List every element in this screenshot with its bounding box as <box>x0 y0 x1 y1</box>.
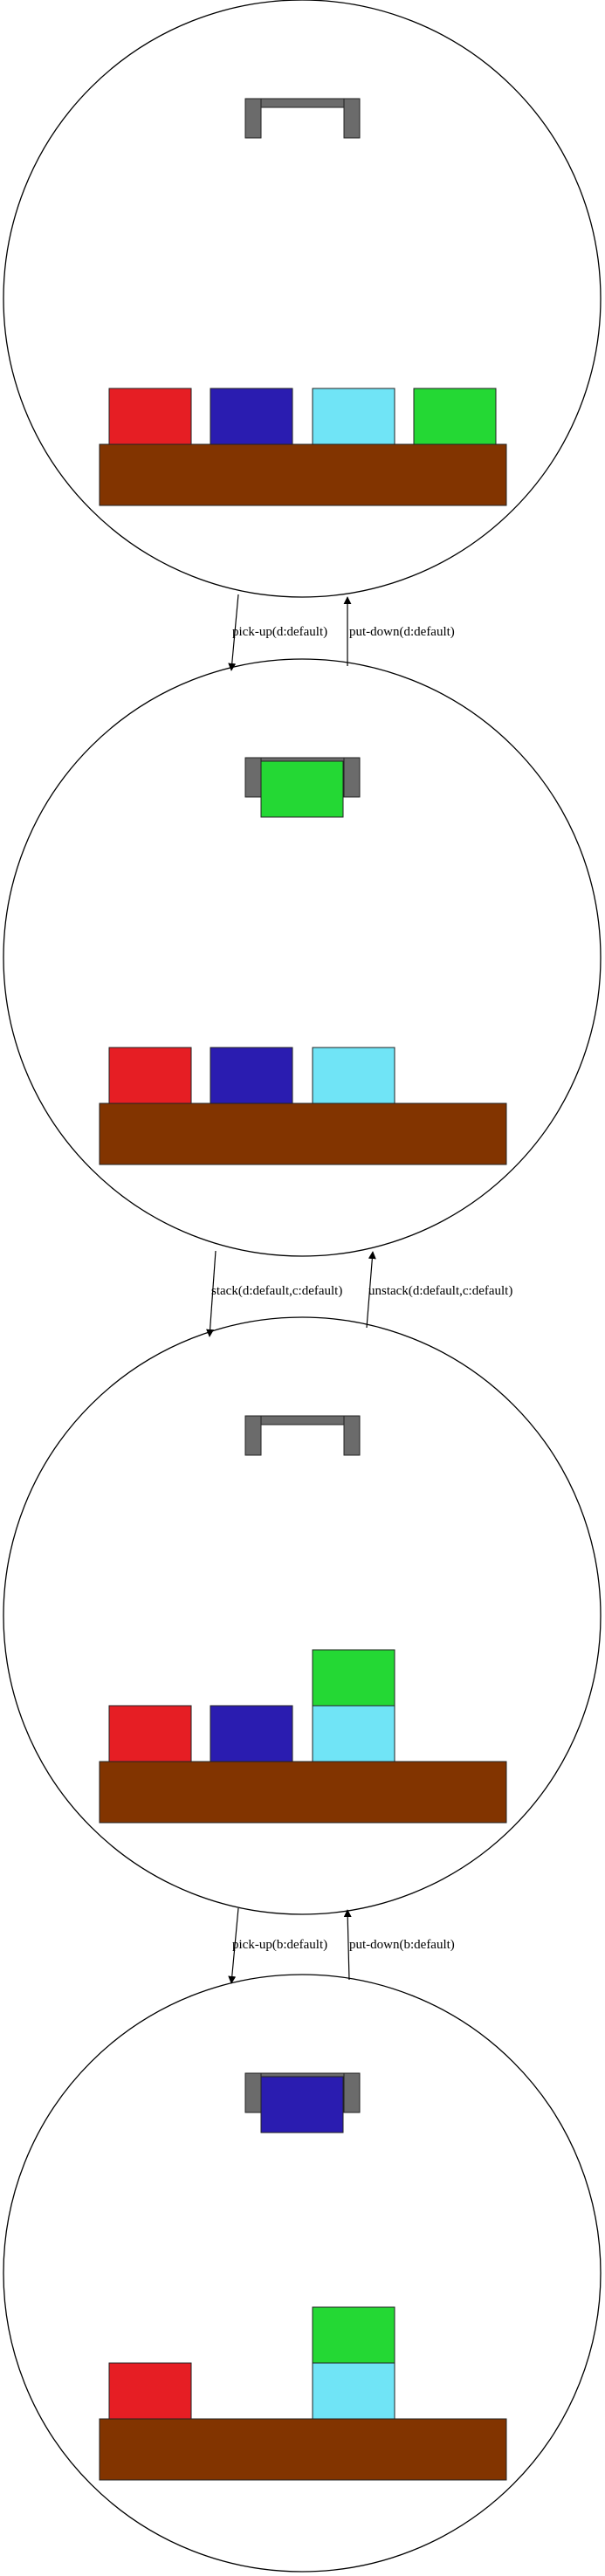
block-red <box>108 1047 192 1104</box>
block-green <box>312 2306 395 2364</box>
transition-backward-arrow <box>343 1909 352 1981</box>
block-blue <box>210 1047 293 1104</box>
table <box>99 1103 507 1165</box>
transition-backward-arrow <box>366 1251 376 1329</box>
state-1 <box>3 0 602 598</box>
block-cyan <box>312 388 395 445</box>
transition-forward-label: pick-up(d:default) <box>232 625 327 639</box>
block-blue <box>210 388 293 445</box>
transition-forward-arrow <box>206 1250 217 1337</box>
transition-backward-label: unstack(d:default,c:default) <box>368 1284 512 1298</box>
block-green <box>413 388 497 445</box>
state-3 <box>3 1316 602 1915</box>
block-red <box>108 1705 192 1762</box>
gripper <box>244 98 361 139</box>
state-2 <box>3 658 602 1257</box>
block-cyan <box>312 1705 395 1762</box>
state-4 <box>3 1974 602 2573</box>
held-block-green <box>260 760 344 818</box>
block-red <box>108 2362 192 2420</box>
table <box>99 2418 507 2481</box>
table <box>99 1761 507 1824</box>
block-cyan <box>312 1047 395 1104</box>
states-layer <box>3 0 602 2573</box>
transition-forward-label: stack(d:default,c:default) <box>211 1284 342 1298</box>
block-cyan <box>312 2362 395 2420</box>
table <box>99 443 507 506</box>
block-blue <box>210 1705 293 1762</box>
held-block-blue <box>260 2076 344 2133</box>
block-red <box>108 388 192 445</box>
gripper <box>244 1415 361 1456</box>
transitions-layer: pick-up(d:default) put-down(d:default) sta… <box>206 594 512 1984</box>
state-circle <box>3 1974 602 2573</box>
block-green <box>312 1649 395 1707</box>
transition-backward-label: put-down(d:default) <box>349 625 455 639</box>
transition-forward-arrow <box>228 594 239 671</box>
state-circle <box>3 1316 602 1915</box>
state-circle <box>3 658 602 1257</box>
transition-backward-label: put-down(b:default) <box>349 1938 455 1952</box>
state-circle <box>3 0 602 598</box>
transition-forward-arrow <box>228 1907 239 1984</box>
transition-forward-label: pick-up(b:default) <box>232 1938 327 1952</box>
